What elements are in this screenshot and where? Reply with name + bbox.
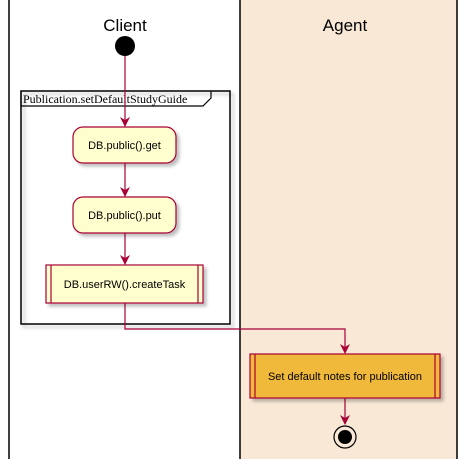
- activity-create-task-label: DB.userRW().createTask: [64, 279, 186, 291]
- end-node: [333, 425, 357, 449]
- activity-db-public-put-label: DB.public().put: [88, 210, 161, 222]
- activity-create-task: DB.userRW().createTask: [45, 264, 204, 304]
- agent-lane-title: Agent: [323, 16, 368, 35]
- start-node: [115, 36, 135, 56]
- activity-set-default-notes-label: Set default notes for publication: [268, 371, 422, 383]
- activity-db-public-get-label: DB.public().get: [88, 140, 161, 152]
- arrow-createtask-to-setnotes: [124, 303, 350, 354]
- group-title: Publication.setDefaultStudyGuide: [23, 92, 187, 106]
- activity-db-public-get: DB.public().get: [72, 126, 177, 164]
- client-lane-title: Client: [103, 16, 147, 35]
- activity-db-public-put: DB.public().put: [72, 196, 177, 234]
- activity-set-default-notes: Set default notes for publication: [249, 353, 441, 399]
